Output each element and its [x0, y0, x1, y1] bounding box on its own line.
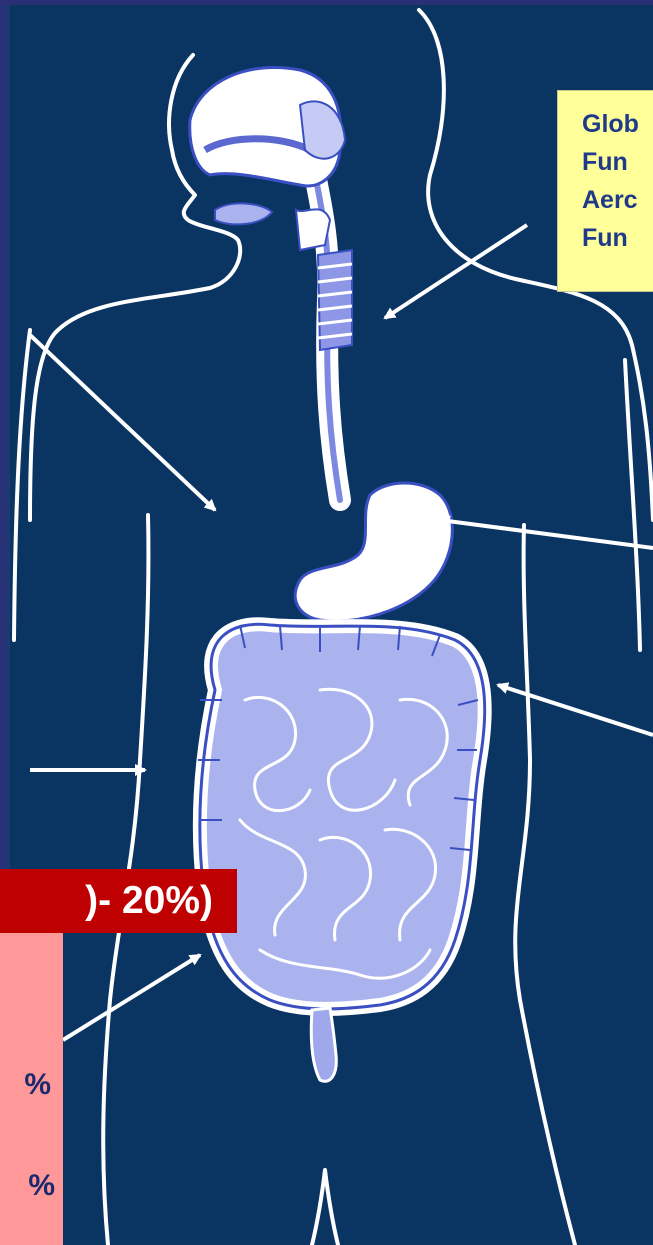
oral-nasal-structures	[190, 67, 345, 250]
arrow-colon-right	[498, 685, 653, 735]
large-intestine	[200, 624, 485, 1009]
arrow-esophagus	[385, 225, 527, 318]
right-torso-outline	[515, 525, 575, 1245]
callout-line-3: Aerc	[582, 181, 653, 219]
arrow-chest	[440, 520, 653, 548]
right-arm-outline	[625, 360, 640, 650]
callout-line-1: Glob	[582, 105, 653, 143]
callout-line-4: Fun	[582, 219, 653, 257]
arrow-small-intestine	[63, 955, 200, 1040]
red-percentage-banner: )- 20%)	[0, 869, 237, 933]
crotch-outline	[312, 1170, 338, 1245]
panel-line-1: %	[24, 1068, 51, 1102]
left-arm-outline	[14, 330, 30, 640]
stomach	[295, 483, 452, 621]
callout-line-2: Fun	[582, 143, 653, 181]
callout-top-right: Glob Fun Aerc Fun	[557, 90, 653, 292]
rectum	[311, 1008, 336, 1081]
side-info-panel: % %	[0, 933, 63, 1245]
arrow-stomach-left	[30, 335, 215, 510]
panel-line-2: %	[28, 1169, 55, 1203]
